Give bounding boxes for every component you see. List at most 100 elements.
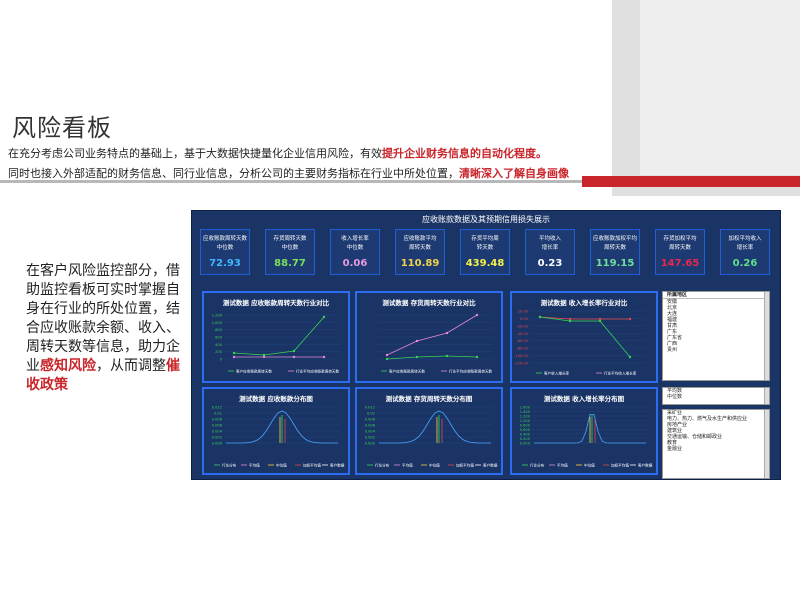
kpi-label: 存货加权平均 周转天数 <box>663 236 697 251</box>
legend-label: 行业分布 <box>222 463 237 468</box>
y-tick-label: 1.400 <box>520 410 531 414</box>
side-highlight-1: 感知风险 <box>40 358 96 374</box>
industry-series-point <box>262 355 266 359</box>
legend-label: 客户数据 <box>330 463 345 468</box>
listbox-item[interactable]: 平均数 <box>667 388 683 394</box>
y-tick-label: 200 <box>215 350 223 354</box>
legend-label: 中位值 <box>584 463 595 468</box>
chart-title: 测试数据 收入增长率分布图 <box>543 395 625 403</box>
legend-label: 客户应收账款周转天数 <box>236 369 272 374</box>
listbox-item[interactable]: 房地产业 <box>667 422 688 428</box>
y-tick-label: -120.00 <box>514 362 529 366</box>
listbox-item[interactable]: 广东省 <box>667 335 683 341</box>
legend-label: 客户数据 <box>483 463 498 468</box>
customer-series-point <box>415 339 419 343</box>
listbox-item[interactable]: 中位数 <box>667 394 683 400</box>
industry-series-point <box>475 355 479 359</box>
listbox-item[interactable]: 贵州 <box>667 347 678 353</box>
intro-line1: 在充分考虑公司业务特点的基础上，基于大数据快捷量化企业信用风险，有效 <box>8 147 382 160</box>
side-highlight-2: 催收政策 <box>26 358 180 393</box>
side-text-b: ，从而调整 <box>96 358 166 374</box>
y-tick-label: 0.400 <box>520 433 531 437</box>
legend-label: 客户应收账款周转天数 <box>389 369 425 374</box>
chart-svg: 0.0120.010.0080.0060.0040.0020.000行业分布平均… <box>365 406 498 468</box>
kpi-value: 72.93 <box>209 258 241 269</box>
listbox-item[interactable]: 采矿业 <box>667 410 683 416</box>
y-tick-label: 1.600 <box>520 406 531 410</box>
kpi-label: 存货周转天数 中位数 <box>273 236 307 251</box>
listbox-item[interactable]: 广西 <box>667 341 678 347</box>
listbox-item[interactable]: 大连 <box>667 311 678 317</box>
legend-label: 行业分布 <box>375 463 390 468</box>
chart-svg: 1.6001.4001.2001.0000.8000.6000.4000.200… <box>520 406 653 468</box>
y-tick-label: 0.800 <box>520 424 531 428</box>
y-tick-label: 0.000 <box>365 442 376 446</box>
listbox-item[interactable]: 金融业 <box>667 446 683 452</box>
intro-line1-highlight: 提升企业财务信息的自动化程度。 <box>382 147 547 160</box>
listbox-item[interactable]: 教育 <box>667 440 678 446</box>
listbox-item[interactable]: 交通运输、仓储和邮政业 <box>667 434 723 440</box>
industry-listbox[interactable]: 采矿业电力、热力、燃气及水生产和供应业房地产业建筑业交通运输、仓储和邮政业教育金… <box>662 409 770 479</box>
y-tick-label: 0.002 <box>365 436 375 440</box>
listbox-item[interactable]: 电力、热力、燃气及水生产和供应业 <box>667 416 748 422</box>
legend-label: 行业分布 <box>530 463 545 468</box>
statistic-listbox[interactable]: 平均数中位数 <box>662 387 770 405</box>
listbox-item[interactable]: 甘肃 <box>667 323 678 329</box>
kpi-value: 147.65 <box>660 258 700 269</box>
customer-series <box>233 316 325 356</box>
industry-series-point <box>598 317 602 321</box>
y-tick-label: 0.006 <box>212 424 223 428</box>
kpi-value: 0.26 <box>732 258 758 269</box>
y-tick-label: 600 <box>215 336 223 340</box>
y-tick-label: 0.002 <box>212 436 222 440</box>
listbox-item[interactable]: 建筑业 <box>667 428 683 434</box>
listbox-item[interactable]: 北京 <box>667 305 678 311</box>
y-tick-label: 0.01 <box>367 412 375 416</box>
industry-series-point <box>385 357 389 361</box>
y-tick-label: 0.200 <box>520 437 531 441</box>
kpi-value: 119.15 <box>595 258 635 269</box>
listbox-item[interactable]: 安徽 <box>667 299 678 305</box>
kpi-label: 平均收入 增长率 <box>538 236 561 251</box>
side-text-a: 在客户风险监控部分，借助监控看板可实时掌握自身在行业的所处位置，结合应收账款余额… <box>26 263 180 374</box>
legend-label: 中位值 <box>276 463 287 468</box>
y-tick-label: 1.000 <box>520 419 531 423</box>
legend-label: 加权平均值 <box>456 463 474 468</box>
customer-series-point <box>445 331 449 335</box>
distribution-curve <box>378 410 492 444</box>
y-tick-label: 0.000 <box>212 442 223 446</box>
y-tick-label: 0.012 <box>212 406 222 410</box>
chart-title: 测试数据 存货周转天数分布图 <box>385 395 473 403</box>
listbox-item[interactable]: 福建 <box>667 317 678 323</box>
region-listbox[interactable]: 所属地区安徽北京大连福建甘肃广东广东省广西贵州 <box>662 291 770 381</box>
chart-title: 测试数据 存货周转天数行业对比 <box>382 299 476 307</box>
scrollbar[interactable] <box>764 292 769 380</box>
customer-series <box>386 314 478 356</box>
legend-label: 平均值 <box>249 463 260 468</box>
customer-series-point <box>232 351 236 355</box>
kpi-value: 88.77 <box>274 258 306 269</box>
decor-red-bar <box>582 176 800 187</box>
y-tick-label: 0.012 <box>365 406 375 410</box>
y-tick-label: 1,200 <box>212 314 223 318</box>
kpi-card: 存货加权平均 周转天数 147.65 <box>655 229 705 275</box>
customer-series-point <box>322 315 326 319</box>
chart-panel: 测试数据 存货周转天数行业对比客户应收账款周转天数行业平均应收账款周转天数 <box>355 291 503 383</box>
industry-series-point <box>628 317 632 321</box>
intro-text: 在充分考虑公司业务特点的基础上，基于大数据快捷量化企业信用风险，有效提升企业财务… <box>8 144 608 184</box>
y-tick-label: 1.200 <box>520 415 531 419</box>
distribution-curve <box>225 410 339 444</box>
industry-series-point <box>568 317 572 321</box>
scrollbar[interactable] <box>764 410 769 478</box>
listbox-item[interactable]: 广东 <box>667 329 678 335</box>
customer-series-point <box>292 349 296 353</box>
y-tick-label: 0.008 <box>212 418 223 422</box>
y-tick-label: -80.00 <box>516 347 528 351</box>
kpi-label: 应收账款加权平均 周转天数 <box>592 236 637 251</box>
scrollbar[interactable] <box>764 388 769 404</box>
